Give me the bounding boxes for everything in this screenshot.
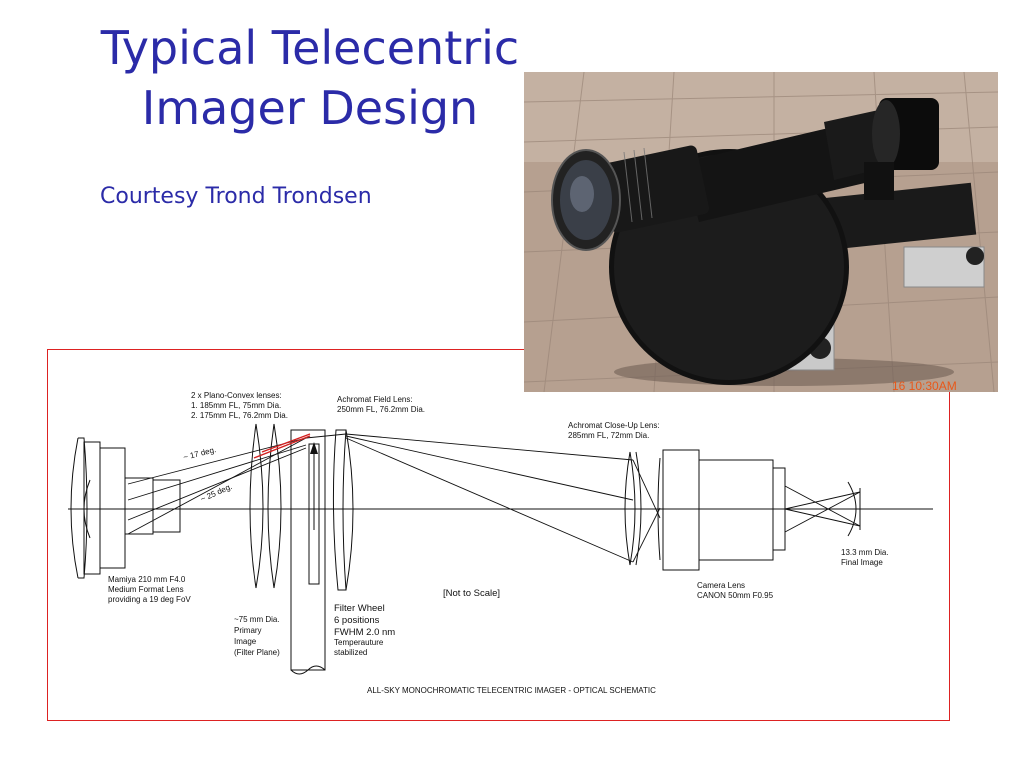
primary-image-label-1: ~75 mm Dia. — [234, 615, 280, 624]
plano-convex-lenses — [249, 423, 282, 589]
imager-photo-drawing: 16 10:30AM — [523, 71, 999, 393]
plano-convex-label-1: 2 x Plano-Convex lenses: — [191, 391, 282, 400]
not-to-scale-label: [Not to Scale] — [443, 588, 500, 599]
achromat-closeup-label-2: 285mm FL, 72mm Dia. — [568, 431, 649, 440]
achromat-field-label-1: Achromat Field Lens: — [337, 395, 413, 404]
primary-image-label-4: (Filter Plane) — [234, 648, 280, 657]
mamiya-label-1: Mamiya 210 mm F4.0 — [108, 575, 186, 584]
final-image-detector — [847, 481, 861, 537]
schematic-caption: ALL-SKY MONOCHROMATIC TELECENTRIC IMAGER… — [367, 686, 656, 695]
camera-body — [864, 98, 939, 200]
filter-wheel-label-1: Filter Wheel — [334, 603, 385, 614]
camera-lens-label-1: Camera Lens — [697, 581, 745, 590]
schematic-labels: 2 x Plano-Convex lenses: 1. 185mm FL, 75… — [108, 391, 889, 695]
photo-timestamp: 16 10:30AM — [892, 379, 957, 392]
camera-lens-label-2: CANON 50mm F0.95 — [697, 591, 774, 600]
filter-wheel — [290, 429, 326, 675]
mamiya-lens — [70, 437, 181, 579]
plano-convex-label-3: 2. 175mm FL, 76.2mm Dia. — [191, 411, 288, 420]
title-line-2: Imager Design — [141, 81, 479, 135]
light-rays — [127, 433, 861, 563]
angle-17-label: ~ 17 deg. — [182, 445, 217, 462]
plano-convex-label-2: 1. 185mm FL, 75mm Dia. — [191, 401, 281, 410]
achromat-field-label-2: 250mm FL, 76.2mm Dia. — [337, 405, 425, 414]
filter-wheel-label-2: 6 positions — [334, 615, 380, 626]
slide-title: Typical Telecentric Imager Design — [40, 18, 580, 138]
fisheye-lens — [551, 145, 710, 251]
angle-25-label: ~ 25 deg. — [199, 482, 233, 504]
achromat-closeup-label-1: Achromat Close-Up Lens: — [568, 421, 660, 430]
slide-subtitle: Courtesy Trond Trondsen — [100, 184, 372, 209]
achromat-field-lens — [332, 429, 354, 591]
final-image-label-2: Final Image — [841, 558, 883, 567]
highlight-rays — [253, 433, 311, 459]
title-line-1: Typical Telecentric — [100, 21, 520, 75]
optical-schematic: 2 x Plano-Convex lenses: 1. 185mm FL, 75… — [47, 349, 950, 721]
filter-arrow-head — [310, 442, 318, 454]
imager-photo: 16 10:30AM — [523, 71, 999, 393]
primary-image-label-3: Image — [234, 637, 257, 646]
final-image-label-1: 13.3 mm Dia. — [841, 548, 889, 557]
filter-wheel-label-3: FWHM 2.0 nm — [334, 627, 395, 638]
primary-image-label-2: Primary — [234, 626, 262, 635]
canon-camera-lens — [657, 449, 786, 571]
mamiya-label-3: providing a 19 deg FoV — [108, 595, 191, 604]
mamiya-label-2: Medium Format Lens — [108, 585, 184, 594]
schematic-drawing: 2 x Plano-Convex lenses: 1. 185mm FL, 75… — [68, 391, 933, 695]
filter-wheel-label-5: stabilized — [334, 648, 367, 657]
filter-wheel-label-4: Temperauture — [334, 638, 384, 647]
